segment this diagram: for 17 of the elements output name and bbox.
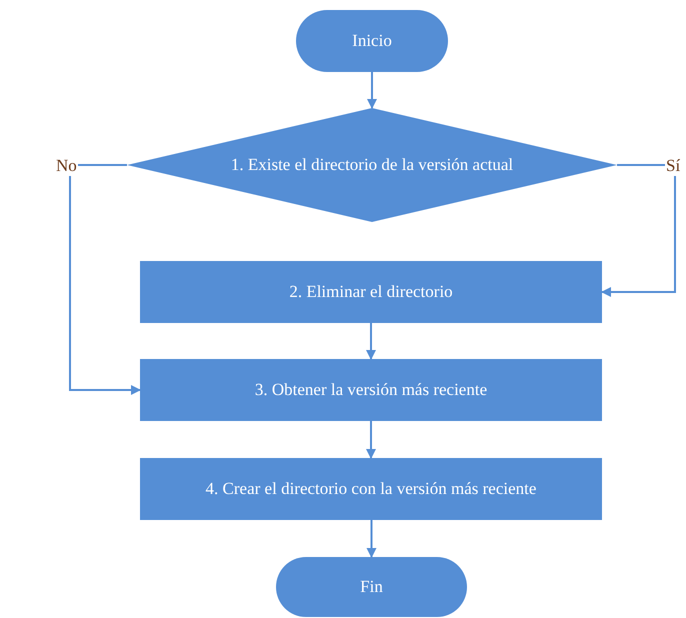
arrow <box>366 520 376 558</box>
node-text: 2. Eliminar el directorio <box>289 282 453 302</box>
node-text: 4. Crear el directorio con la versión más reciente <box>206 479 536 499</box>
edge-label: Sí <box>665 156 682 176</box>
arrow <box>367 72 377 109</box>
decision-diamond <box>127 108 617 222</box>
arrow <box>366 323 376 360</box>
node-text: Fin <box>360 577 383 597</box>
node-text: 3. Obtener la versión más reciente <box>254 380 488 400</box>
process-box <box>140 458 602 520</box>
arrow <box>69 164 141 395</box>
node-text: Inicio <box>352 31 392 51</box>
arrow <box>366 421 376 459</box>
process-box <box>140 261 602 323</box>
process-box <box>140 359 602 421</box>
arrow <box>601 164 676 297</box>
node-text: 1. Existe el directorio de la versión actual <box>230 155 514 175</box>
